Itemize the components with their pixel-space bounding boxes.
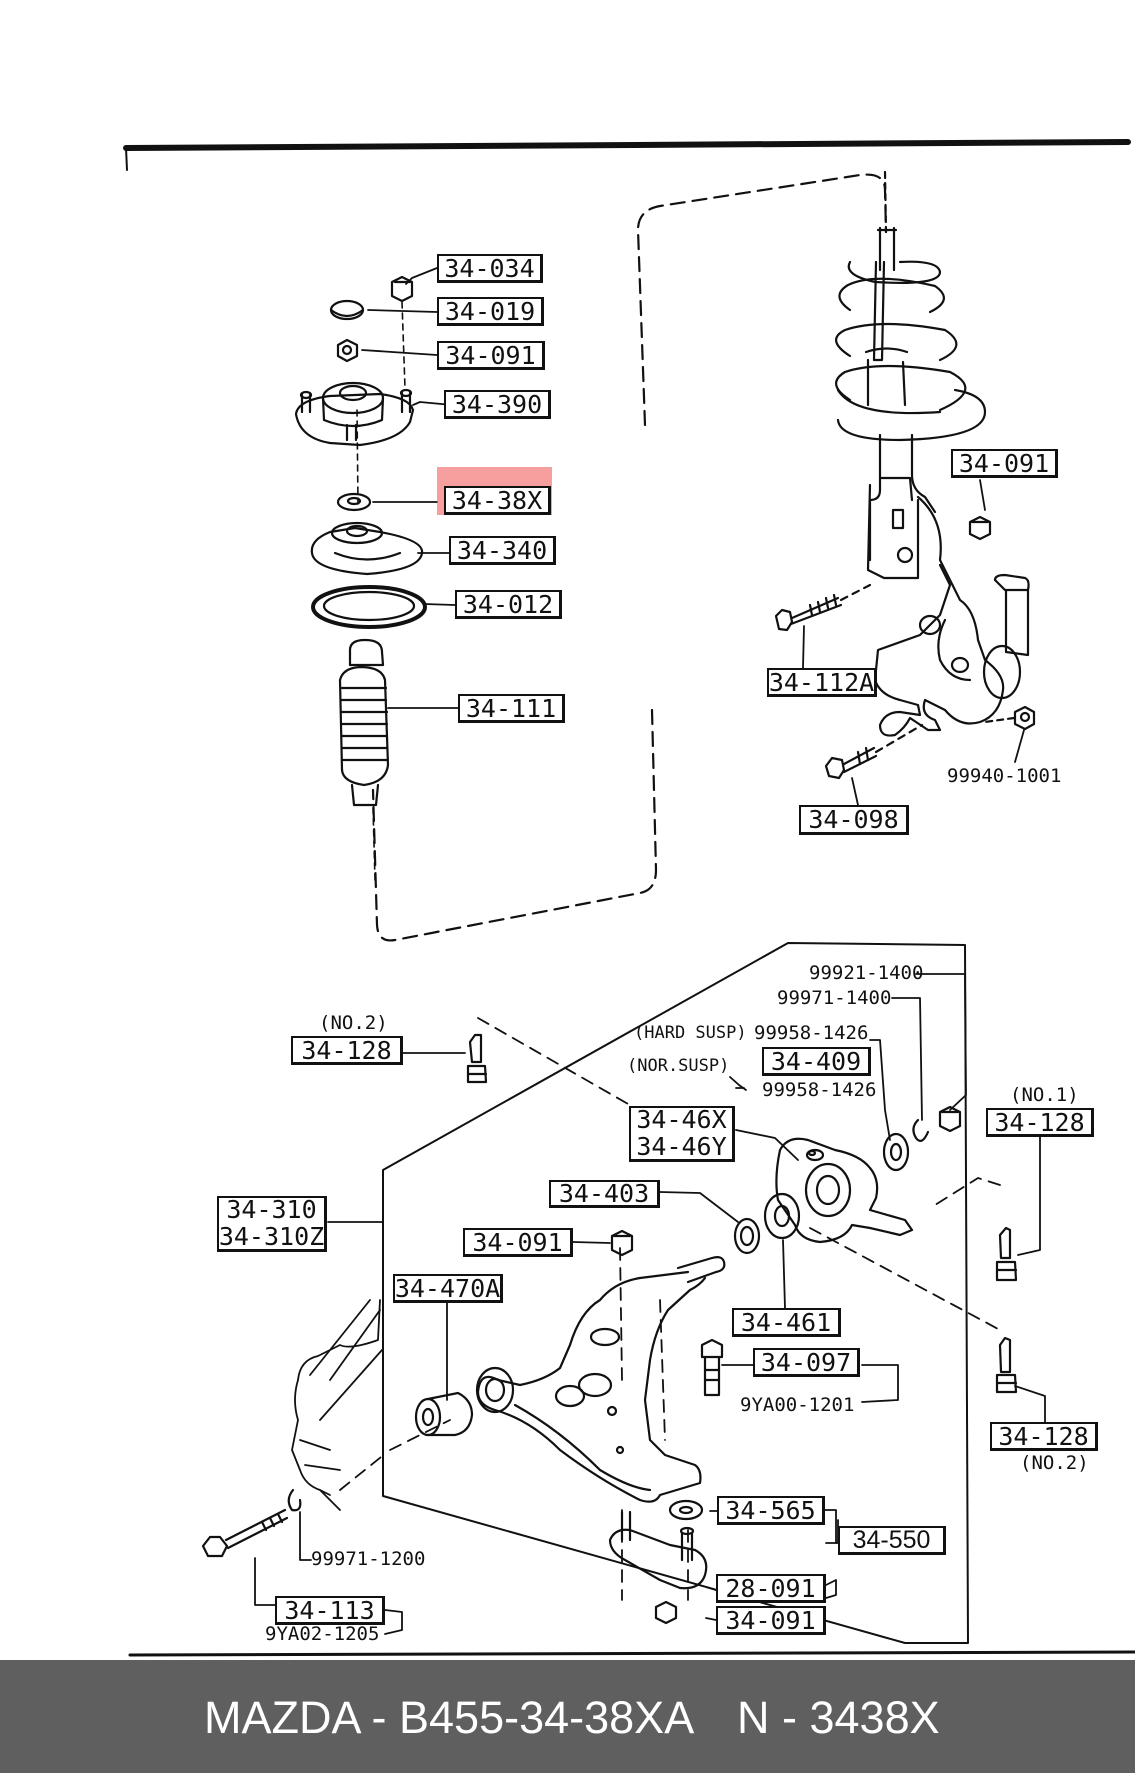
part-label-34-128-top[interactable]: 34-128 [291, 1036, 403, 1065]
strut-mount-parts [294, 275, 427, 881]
washer-34-38X [336, 492, 372, 512]
washer-34-409 [882, 1132, 910, 1172]
part-label-34-019[interactable]: 34-019 [437, 297, 544, 326]
part-label-34-340[interactable]: 34-340 [449, 536, 556, 565]
bolt-34-128-bottom [995, 1336, 1018, 1394]
bolt-34-128-top [466, 1033, 488, 1084]
seat-34-012 [311, 585, 427, 629]
body-frame-section [291, 1299, 383, 1511]
part-label-34-46Y: 34-46Y [636, 1131, 727, 1161]
footer-alt-part-number: N - 3438X [737, 1692, 940, 1743]
washer-34-461 [763, 1192, 801, 1240]
part-label-34-091-top[interactable]: 34-091 [437, 341, 545, 370]
part-label-34-470A[interactable]: 34-470A [393, 1274, 503, 1303]
nut-34-091-arm [610, 1229, 634, 1257]
note-nor-susp: (NOR.SUSP) [627, 1056, 730, 1076]
part-label-99958-1426-nor[interactable]: 99958-1426 [762, 1079, 877, 1101]
leader-lines-upper [361, 267, 1025, 806]
rear-bushing-bracket [775, 1137, 914, 1244]
part-label-34-113[interactable]: 34-113 [275, 1596, 385, 1625]
part-label-99940-1001[interactable]: 99940-1001 [947, 765, 1062, 787]
part-label-99958-1426-hard[interactable]: 99958-1426 [754, 1022, 869, 1044]
washer-99971-1200 [287, 1488, 302, 1512]
note-no1: (NO.1) [1010, 1084, 1079, 1106]
nut-99940-1001 [1013, 705, 1036, 731]
part-label-34-128-bottom[interactable]: 34-128 [990, 1422, 1098, 1451]
nut-34-034 [390, 275, 414, 303]
part-label-34-409[interactable]: 34-409 [762, 1047, 871, 1076]
part-label-99971-1400[interactable]: 99971-1400 [777, 987, 892, 1009]
washer-34-403 [733, 1217, 761, 1255]
part-label-99971-1200[interactable]: 99971-1200 [311, 1548, 426, 1570]
footer-mazda-part-number: MAZDA - B455-34-38XA [204, 1692, 695, 1743]
bump-stop-34-111 [338, 638, 390, 881]
part-label-34-091-bottom[interactable]: 34-091 [716, 1606, 826, 1635]
part-label-34-46X: 34-46X [636, 1105, 727, 1135]
washer-99971-1400 [912, 1118, 930, 1142]
nut-34-091-top [336, 338, 359, 363]
part-label-34-38X[interactable]: 34-38X [444, 486, 551, 515]
bolt-34-113 [201, 1508, 289, 1558]
part-label-34-310: 34-310 [226, 1195, 317, 1225]
footer-bar: MAZDA - B455-34-38XA N - 3438X [0, 1660, 1135, 1773]
nut-34-091-knuckle [968, 515, 992, 541]
part-label-34-034[interactable]: 34-034 [437, 254, 543, 283]
part-label-34-091-arm[interactable]: 34-091 [463, 1228, 573, 1257]
part-label-28-091[interactable]: 28-091 [716, 1574, 826, 1603]
upper-mount-34-390 [294, 381, 415, 447]
nut-99921-1400 [938, 1105, 962, 1133]
lower-arm-parts [201, 1033, 1018, 1625]
part-label-34-565[interactable]: 34-565 [717, 1496, 825, 1525]
part-label-34-091-knuckle[interactable]: 34-091 [951, 449, 1058, 478]
part-label-34-310Z: 34-310Z [218, 1221, 325, 1251]
steering-knuckle [873, 495, 1030, 737]
bolt-34-128-right [995, 1226, 1018, 1282]
part-label-9YA02-1205[interactable]: 9YA02-1205 [265, 1623, 380, 1645]
note-hard-susp: (HARD SUSP) [634, 1023, 747, 1043]
lower-control-arm [475, 1256, 726, 1503]
lower-arm-panel-outline [382, 942, 969, 1644]
leader-lines-lower [254, 973, 1046, 1635]
bolt-34-098 [824, 723, 924, 780]
part-label-34-390[interactable]: 34-390 [444, 390, 551, 419]
suspension-exploded-diagram [123, 139, 1135, 1657]
part-label-34-097[interactable]: 34-097 [753, 1348, 860, 1377]
part-label-34-403[interactable]: 34-403 [549, 1180, 660, 1208]
part-label-34-461[interactable]: 34-461 [732, 1308, 841, 1337]
part-label-34-310-34-310Z[interactable]: 34-310 34-310Z [217, 1196, 327, 1252]
note-no2-top: (NO.2) [319, 1012, 388, 1034]
part-label-34-111[interactable]: 34-111 [458, 694, 565, 723]
nut-34-091-bottom [654, 1600, 678, 1625]
bearing-34-340 [310, 521, 424, 576]
part-label-9YA00-1201[interactable]: 9YA00-1201 [740, 1394, 855, 1416]
part-label-34-550[interactable]: 34-550 [838, 1526, 946, 1555]
part-label-34-098[interactable]: 34-098 [799, 805, 909, 835]
frame-bottom-border [128, 1650, 1135, 1657]
frame-top-border [123, 139, 1131, 171]
front-bushing-34-470A [414, 1391, 474, 1437]
ball-joint-34-550 [608, 1510, 708, 1590]
part-label-34-128-right[interactable]: 34-128 [986, 1108, 1094, 1137]
part-label-99921-1400[interactable]: 99921-1400 [809, 962, 924, 984]
bolt-34-097 [700, 1338, 724, 1397]
strut-dashed-outline [371, 173, 888, 942]
part-label-34-012[interactable]: 34-012 [455, 590, 562, 619]
washer-34-565 [668, 1499, 704, 1521]
part-label-34-112A[interactable]: 34-112A [767, 668, 877, 697]
part-label-34-46X-34-46Y[interactable]: 34-46X 34-46Y [629, 1106, 735, 1162]
note-no2-bottom: (NO.2) [1020, 1452, 1089, 1474]
bolt-34-112A [774, 583, 872, 632]
strut-spring-assembly [774, 170, 1036, 780]
